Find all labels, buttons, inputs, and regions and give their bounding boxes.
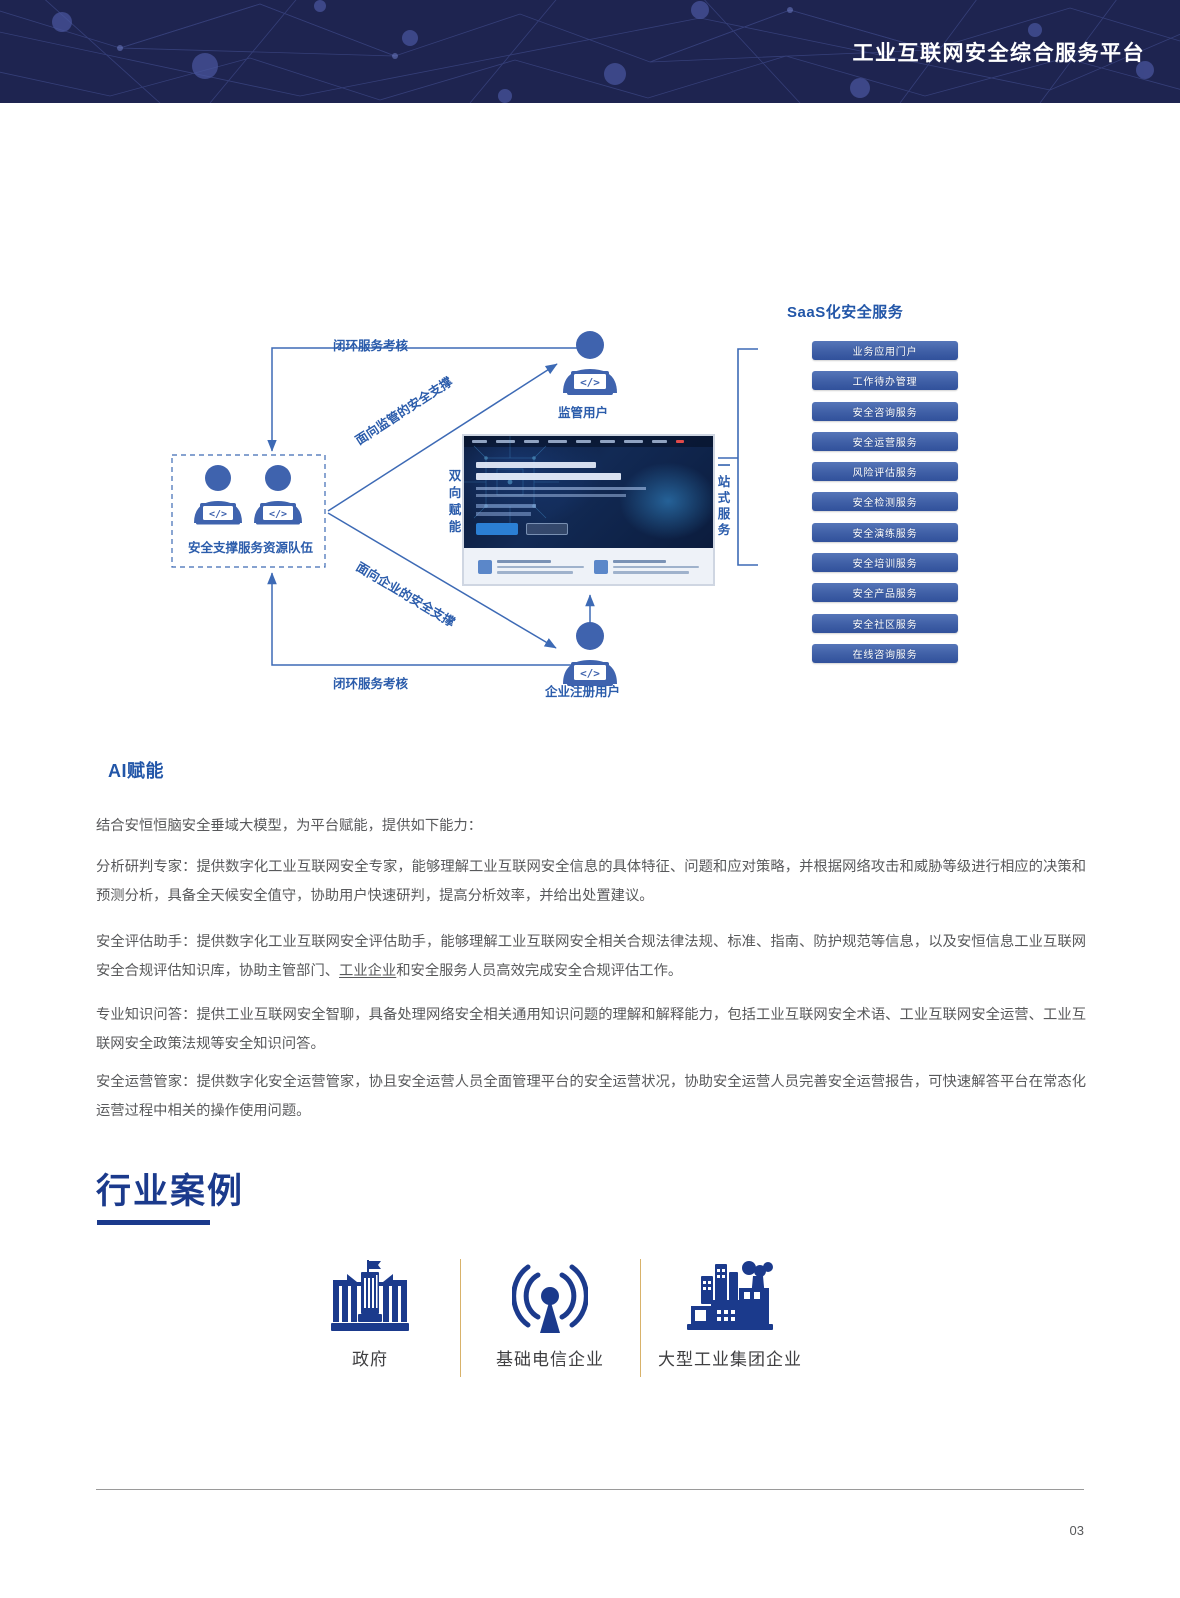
node-label-enterprise-user: 企业注册用户 [545,685,621,699]
ai-paragraph-assessment-assistant: 安全评估助手：提供数字化工业互联网安全评估助手，能够理解工业互联网安全相关合规法… [96,928,1086,986]
saas-service-item[interactable]: 在线咨询服务 [812,643,958,663]
screenshot-card-icon [593,560,608,574]
platform-screenshot-thumbnail [462,434,715,586]
saas-service-item[interactable]: 工作待办管理 [812,371,958,391]
section-heading-industry-cases: 行业案例 [96,1172,245,1211]
page-number: 03 [1069,1523,1084,1538]
ai-intro-paragraph: 结合安恒恒脑安全垂域大模型，为平台赋能，提供如下能力： [96,818,483,834]
svg-text:</>: </> [269,509,287,520]
saas-service-item[interactable]: 安全社区服务 [812,613,958,633]
case-label: 政府 [352,1350,388,1369]
architecture-diagram: </> </> 安全支撑服务资源队伍 </> 监管用户 [0,103,1180,723]
svg-text:</>: </> [209,509,227,520]
label-bidirectional-empowerment: 双向赋能 [448,469,462,534]
page-header: 工业互联网安全综合服务平台 [0,0,1180,103]
screenshot-card-icon [478,560,492,574]
screenshot-card-lines [497,560,584,574]
screenshot-headline-2 [476,473,621,480]
government-building-icon [331,1253,409,1339]
section-heading-underline [97,1220,210,1225]
saas-service-item[interactable]: 风险评估服务 [812,462,958,482]
node-icon-enterprise-user: </> [563,622,617,686]
saas-service-list: 业务应用门户 工作待办管理 安全咨询服务 安全运营服务 风险评估服务 安全检测服… [812,341,958,674]
ai-paragraph-operations-butler: 安全运营管家：提供数字化安全运营管家，协且安全运营人员全面管理平台的安全运营状况… [96,1074,1086,1119]
screenshot-card [593,560,699,574]
screenshot-field-1 [476,504,536,508]
ai-p2-part-b: 和安全服务人员高效完成安全合规评估工作。 [396,963,683,979]
screenshot-paragraph-2 [476,494,626,497]
screenshot-card [478,560,584,574]
case-label: 基础电信企业 [496,1350,604,1369]
screenshot-secondary-button [526,523,568,535]
saas-service-item[interactable]: 业务应用门户 [812,341,958,360]
node-label-support-team: 安全支撑服务资源队伍 [188,541,314,555]
svg-text:</>: </> [580,667,600,680]
ai-p2-part-a: 安全评估助手：提供数字化工业互联网安全评估助手，能够理解工业互联网安全相关合规法… [96,934,1086,979]
saas-service-item[interactable]: 安全咨询服务 [812,401,958,421]
case-item-telecom[interactable]: 基础电信企业 [460,1253,640,1388]
diagram-connectors [171,347,758,666]
screenshot-paragraph-1 [476,487,646,490]
case-item-industrial-group[interactable]: 大型工业集团企业 [640,1253,820,1388]
svg-text:</>: </> [580,376,600,389]
label-one-stop-service: 一站式服务 [717,459,731,537]
saas-service-item[interactable]: 安全检测服务 [812,492,958,512]
network-background-graphic [0,0,1180,103]
screenshot-hero [464,436,713,548]
node-label-regulator-user: 监管用户 [558,406,609,420]
screenshot-card-row [464,548,713,584]
case-label: 大型工业集团企业 [658,1350,802,1369]
screenshot-headline-1 [476,462,596,468]
ai-paragraph-analysis-expert: 分析研判专家：提供数字化工业互联网安全专家，能够理解工业互联网安全信息的具体特征… [96,859,1086,904]
ai-paragraph-knowledge-qa: 专业知识问答：提供工业互联网安全智聊，具备处理网络安全相关通用知识问题的理解和解… [96,1007,1086,1052]
factory-icon [687,1253,773,1339]
screenshot-primary-button [476,523,518,535]
edge-label-closed-loop-bottom: 闭环服务考核 [333,677,409,691]
screenshot-field-2 [476,512,531,516]
saas-service-item[interactable]: 安全产品服务 [812,583,958,603]
saas-service-item[interactable]: 安全运营服务 [812,431,958,451]
node-icon-support-team: </> </> [194,465,302,525]
edge-label-closed-loop-top: 闭环服务考核 [333,339,409,353]
footer-divider [96,1489,1084,1490]
screenshot-navbar [464,436,713,447]
case-item-government[interactable]: 政府 [280,1253,460,1388]
saas-service-item[interactable]: 安全培训服务 [812,553,958,573]
saas-service-item[interactable]: 安全演练服务 [812,522,958,542]
ai-p2-underlined-term: 工业企业 [339,963,397,979]
radio-tower-icon [512,1253,588,1339]
screenshot-card-lines [612,560,699,574]
section-heading-ai: AI赋能 [108,761,164,781]
header-title: 工业互联网安全综合服务平台 [852,41,1145,65]
industry-cases-row: 政府 基础电信企业 [280,1253,1000,1388]
node-icon-regulator-user: </> [563,331,617,395]
saas-section-title: SaaS化安全服务 [787,304,904,321]
